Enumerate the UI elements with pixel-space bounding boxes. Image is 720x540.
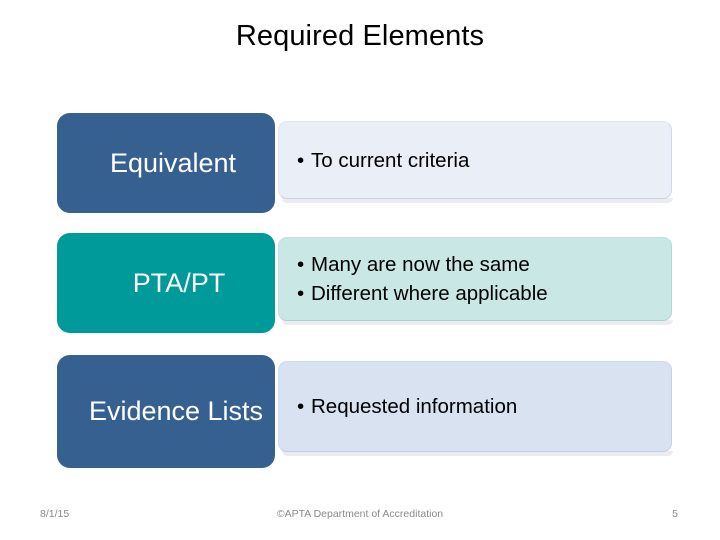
row-label-text: Evidence Lists — [88, 396, 264, 426]
diagram-row: • Many are now the same • Different wher… — [57, 233, 673, 333]
bullet-text: Different where applicable — [311, 282, 548, 305]
bullet-text: Requested information — [311, 395, 518, 418]
bullet-dot-icon: • — [297, 253, 305, 276]
row-body-panel: • Requested information — [278, 361, 673, 456]
footer-page-number: 5 — [672, 508, 678, 520]
row-body-panel: • Many are now the same • Different wher… — [278, 237, 673, 325]
bullet-item: • Different where applicable — [297, 279, 657, 308]
row-label-chip[interactable]: PTA/PT — [57, 233, 275, 333]
bullet-text: To current criteria — [311, 148, 470, 172]
diagram-row: • Requested information Evidence Lists — [57, 355, 673, 468]
slide-footer: 8/1/15 ©APTA Department of Accreditation… — [0, 500, 720, 540]
row-label-chip[interactable]: Evidence Lists — [57, 355, 275, 468]
row-label-text: Equivalent — [109, 147, 237, 178]
row-label-chip[interactable]: Equivalent — [57, 113, 275, 213]
page-title: Required Elements — [235, 20, 485, 52]
diagram-row: • To current criteria Equivalent — [57, 113, 673, 213]
footer-credit: ©APTA Department of Accreditation — [276, 508, 444, 520]
bullet-item: • To current criteria — [297, 146, 657, 175]
row-body-panel: • To current criteria — [278, 121, 673, 203]
footer-date: 8/1/15 — [40, 508, 70, 520]
bullet-item: • Many are now the same — [297, 250, 657, 279]
row-label-text: PTA/PT — [132, 267, 226, 298]
bullet-dot-icon: • — [297, 395, 305, 418]
bullet-item: • Requested information — [297, 392, 657, 421]
bullet-text: Many are now the same — [311, 253, 530, 276]
bullet-dot-icon: • — [297, 148, 305, 172]
bullet-dot-icon: • — [297, 282, 305, 305]
